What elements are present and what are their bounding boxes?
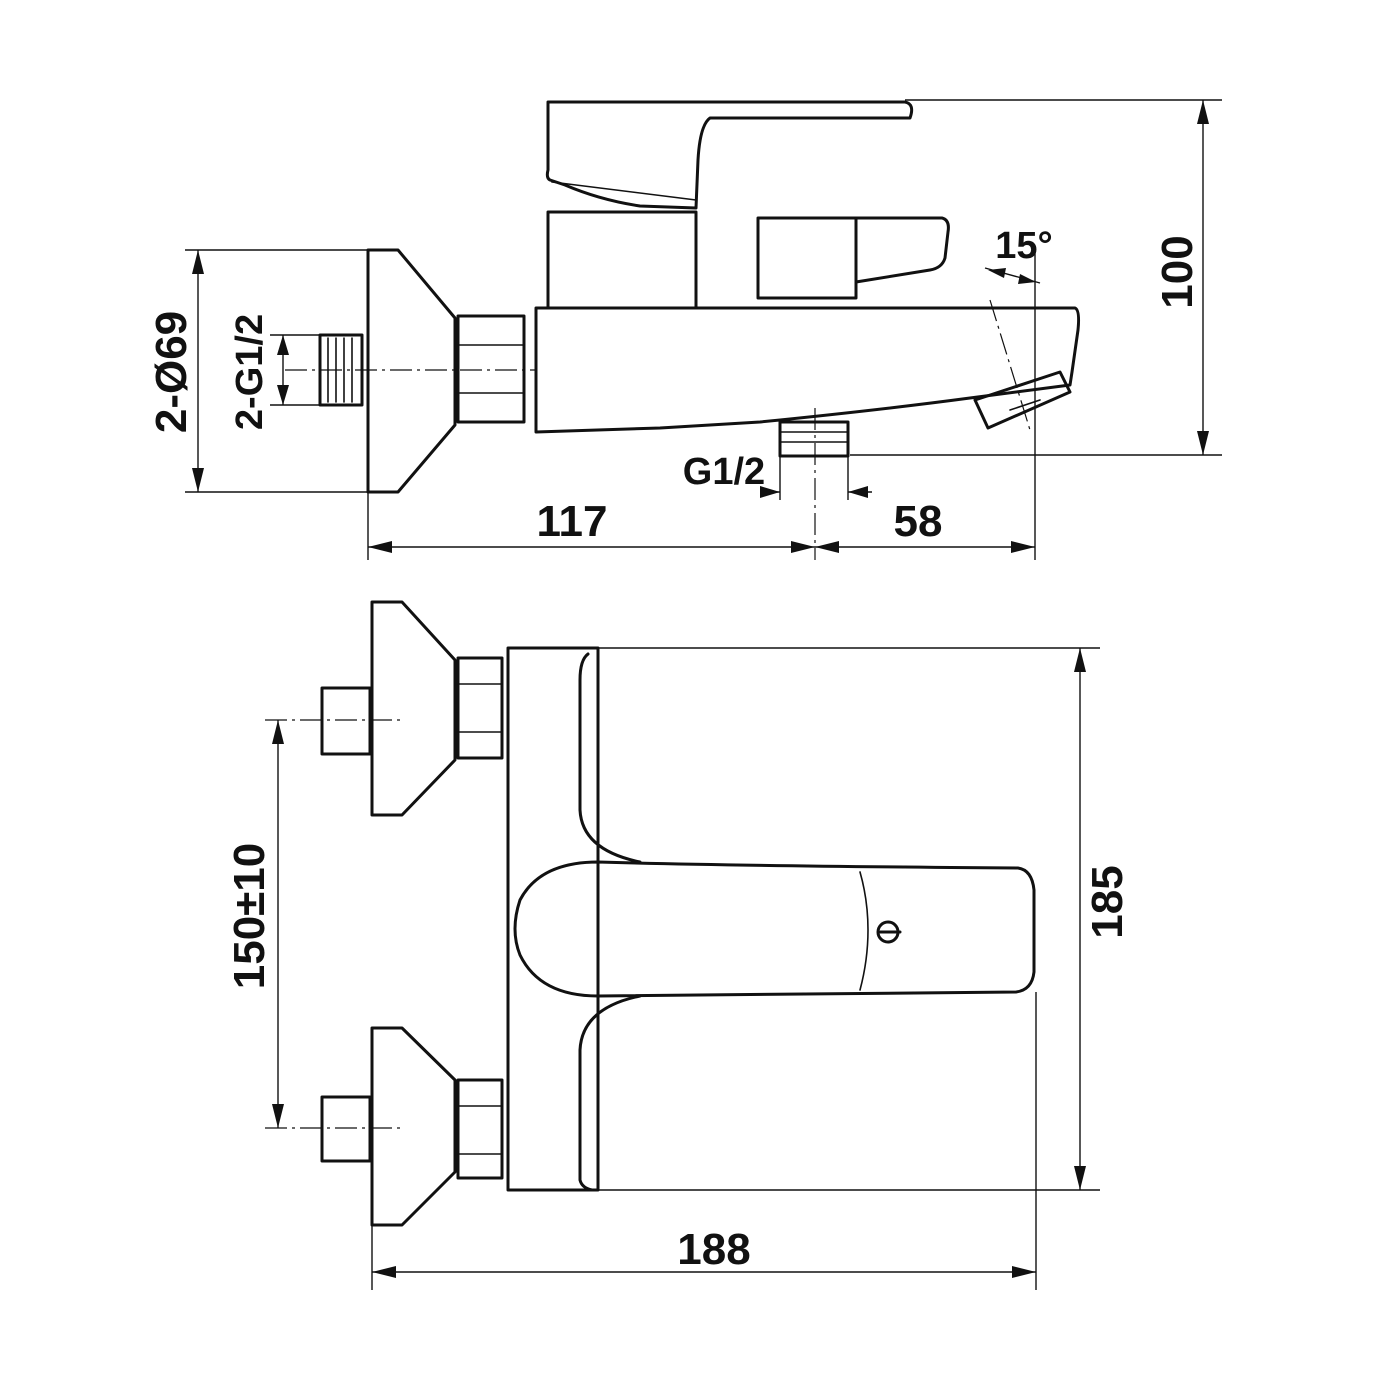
top-flange-upper <box>370 600 457 817</box>
dim-height-100: 100 <box>1153 235 1202 308</box>
top-body <box>506 646 600 1192</box>
side-diverter-knob <box>756 216 858 300</box>
dim-outlet-to-spout: 58 <box>894 497 943 546</box>
dim-width-188: 188 <box>677 1225 750 1274</box>
side-dimensions <box>185 99 1222 560</box>
side-body <box>534 306 1081 434</box>
top-inlet-lower <box>320 1095 372 1163</box>
top-lever <box>513 860 1036 998</box>
side-hex-nut <box>456 314 526 424</box>
dim-wall-to-outlet: 117 <box>537 497 608 546</box>
dimension-labels: 100 2-Ø69 2-G1/2 G1/2 15° 117 58 150±10 … <box>147 225 1202 1274</box>
dim-outlet-thread: G1/2 <box>683 451 765 493</box>
side-view <box>285 100 1081 560</box>
side-wall-flange <box>366 248 457 494</box>
side-lever <box>545 100 914 210</box>
dim-inlet-thread: 2-G1/2 <box>229 314 271 430</box>
dim-inlet-spacing: 150±10 <box>225 843 274 990</box>
top-dimensions <box>272 647 1100 1290</box>
top-inlet-upper <box>320 686 372 756</box>
top-nut-lower <box>456 1078 504 1180</box>
side-outlet-thread <box>778 420 850 458</box>
top-flange-lower <box>370 1026 457 1227</box>
dim-flange-diameter: 2-Ø69 <box>147 311 196 433</box>
side-cartridge <box>546 210 698 310</box>
top-nut-upper <box>456 656 504 760</box>
side-spout-nozzle <box>973 370 1072 430</box>
dim-spout-angle: 15° <box>995 225 1052 267</box>
dim-depth-185: 185 <box>1083 865 1132 938</box>
top-view <box>265 600 1036 1227</box>
